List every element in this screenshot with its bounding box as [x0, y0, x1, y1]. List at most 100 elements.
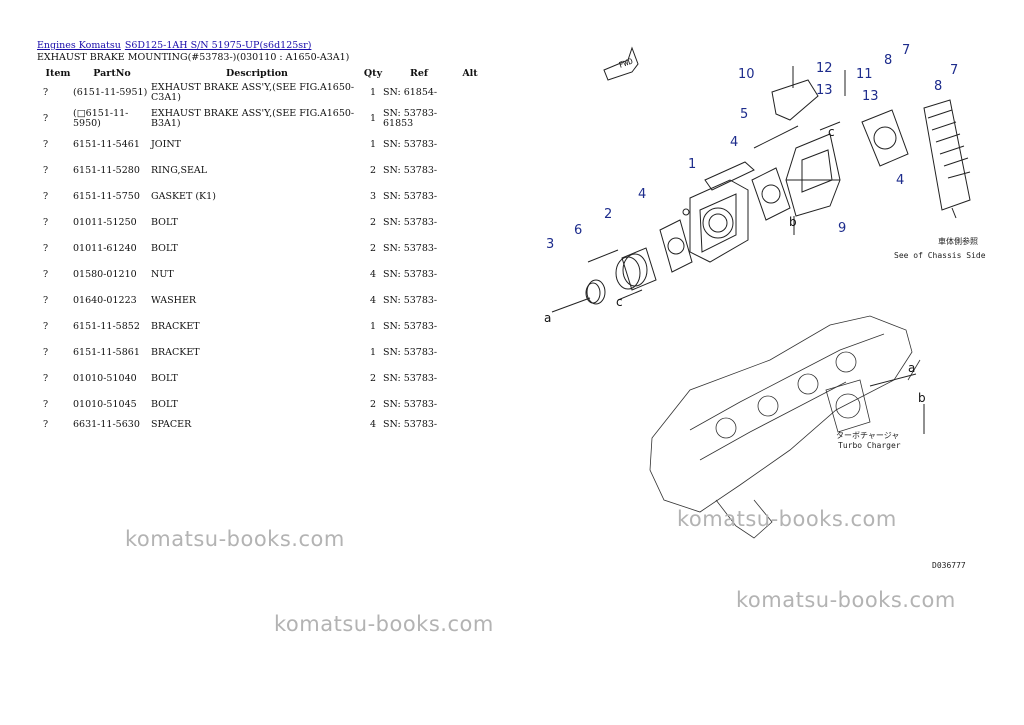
table-row: ? 01010-51040 BOLT 2 SN: 53783- — [37, 366, 485, 392]
watermark: komatsu-books.com — [677, 507, 897, 531]
table-row: ? (6151-11-5951) EXHAUST BRAKE ASS'Y,(SE… — [37, 80, 485, 106]
callout-5: 5 — [740, 107, 748, 122]
cell-ref: SN: 53783- — [383, 295, 438, 306]
cell-alt — [455, 132, 485, 158]
cell-ref: SN: 53783- — [383, 165, 438, 176]
joint-and-seal — [585, 247, 657, 305]
table-header-row: Item PartNo Description Qty Ref Alt — [37, 66, 485, 80]
fwd-arrow-icon — [603, 46, 639, 81]
cell-ref: SN: 53783- — [383, 347, 438, 358]
turbo-note: Turbo Charger — [838, 441, 901, 450]
parts-diagram: 1 2 3 4 4 4 5 6 7 7 8 8 9 10 11 12 13 13… — [544, 43, 986, 570]
table-row: ? 6151-11-5852 BRACKET 1 SN: 53783- — [37, 314, 485, 340]
cell-qty: 2 — [369, 398, 377, 410]
leader-a — [551, 297, 591, 313]
cell-partno: 6631-11-5630 — [73, 419, 140, 430]
cell-qty: 1 — [369, 87, 377, 98]
cell-alt — [455, 392, 485, 417]
page-title: EXHAUST BRAKE MOUNTING(#53783-)(030110 :… — [37, 52, 350, 63]
table-row: ? 6151-11-5861 BRACKET 1 SN: 53783- — [37, 340, 485, 366]
cell-description: EXHAUST BRAKE ASS'Y,(SEE FIG.A1650-C3A1) — [151, 82, 355, 103]
letter-c-bottom: c — [616, 295, 623, 309]
callout-13-right: 13 — [862, 89, 879, 104]
header-partno: PartNo — [93, 67, 131, 79]
breadcrumb-link-model[interactable]: S6D125-1AH S/N 51975-UP(s6d125sr) — [124, 40, 312, 51]
turbo-note-jp: ターボチャージャ — [836, 431, 899, 440]
cell-alt — [455, 366, 485, 392]
cell-qty: 2 — [369, 243, 377, 254]
cell-description: NUT — [151, 269, 174, 280]
cell-ref: SN: 53783- — [383, 243, 438, 254]
exhaust-pipe — [923, 99, 971, 219]
table-row: ? 01011-51250 BOLT 2 SN: 53783- — [37, 210, 485, 236]
cell-alt — [455, 417, 485, 433]
header-item: Item — [45, 67, 71, 79]
cell-alt — [455, 314, 485, 340]
callout-10: 10 — [738, 67, 755, 82]
cell-partno: 01640-01223 — [73, 295, 137, 306]
header-description: Description — [226, 67, 288, 79]
table-row: ? 01010-51045 BOLT 2 SN: 53783- — [37, 392, 485, 417]
cell-partno: 6151-11-5861 — [73, 347, 140, 358]
letter-b-lower: b — [918, 391, 926, 405]
header-alt: Alt — [462, 67, 478, 79]
cell-item: ? — [43, 87, 49, 98]
cell-description: SPACER — [151, 419, 192, 430]
chassis-note: See of Chassis Side — [894, 251, 986, 260]
cell-description: EXHAUST BRAKE ASS'Y,(SEE FIG.A1650-B3A1) — [151, 108, 355, 129]
cell-item: ? — [43, 347, 49, 358]
table-row: ? (□6151-11-5950) EXHAUST BRAKE ASS'Y,(S… — [37, 106, 485, 132]
table-row: ? 6631-11-5630 SPACER 4 SN: 53783- — [37, 417, 485, 433]
cell-ref: SN: 53783- — [383, 139, 438, 150]
cell-item: ? — [43, 113, 49, 124]
cell-description: GASKET (K1) — [151, 191, 216, 202]
header-qty: Qty — [363, 67, 383, 79]
cell-description: BRACKET — [151, 321, 200, 332]
cell-alt — [455, 106, 485, 132]
watermark: komatsu-books.com — [274, 612, 494, 636]
bracket-9 — [785, 133, 841, 217]
cell-partno: 6151-11-5852 — [73, 321, 140, 332]
exhaust-brake-body — [682, 161, 755, 263]
header-ref: Ref — [409, 67, 429, 79]
gasket-left — [659, 219, 693, 273]
chassis-note-jp: 車体側参照 — [938, 236, 978, 246]
cell-qty: 1 — [369, 321, 377, 332]
cell-item: ? — [43, 419, 49, 430]
cell-alt — [455, 340, 485, 366]
leader-c-bottom — [617, 289, 643, 301]
cell-item: ? — [43, 217, 49, 228]
breadcrumb-link-engines[interactable]: Engines Komatsu — [37, 40, 121, 51]
callout-3: 3 — [546, 237, 554, 252]
cell-alt — [455, 210, 485, 236]
parts-table: Item PartNo Description Qty Ref Alt ? (6… — [37, 66, 485, 433]
cell-qty: 2 — [369, 373, 377, 384]
cell-qty: 4 — [369, 269, 377, 280]
table-row: ? 01011-61240 BOLT 2 SN: 53783- — [37, 236, 485, 262]
callout-6: 6 — [574, 223, 582, 238]
cell-partno: 01011-51250 — [73, 217, 137, 228]
callout-2: 2 — [604, 207, 612, 222]
callout-8-top: 8 — [884, 53, 892, 68]
cell-alt — [455, 80, 485, 106]
cell-item: ? — [43, 165, 49, 176]
diagram-code-bottom: D036777 — [932, 561, 966, 570]
cell-ref: SN: 53783- — [383, 398, 438, 410]
cell-qty: 2 — [369, 165, 377, 176]
callout-4-right: 4 — [896, 173, 904, 188]
cell-description: BOLT — [151, 243, 178, 254]
callout-1: 1 — [688, 157, 696, 172]
callout-7-right: 7 — [950, 63, 958, 78]
gasket-right — [861, 109, 909, 167]
cell-item: ? — [43, 269, 49, 280]
cell-ref: SN: 53783-61853 — [383, 108, 438, 129]
table-row: ? 6151-11-5461 JOINT 1 SN: 53783- — [37, 132, 485, 158]
watermark: komatsu-books.com — [125, 527, 345, 551]
letter-a-lower: a — [908, 361, 915, 375]
cell-qty: 3 — [369, 191, 377, 202]
cell-qty: 1 — [369, 139, 377, 150]
cell-item: ? — [43, 191, 49, 202]
cell-description: RING,SEAL — [151, 165, 208, 176]
cell-item: ? — [43, 321, 49, 332]
letter-b: b — [789, 215, 797, 229]
